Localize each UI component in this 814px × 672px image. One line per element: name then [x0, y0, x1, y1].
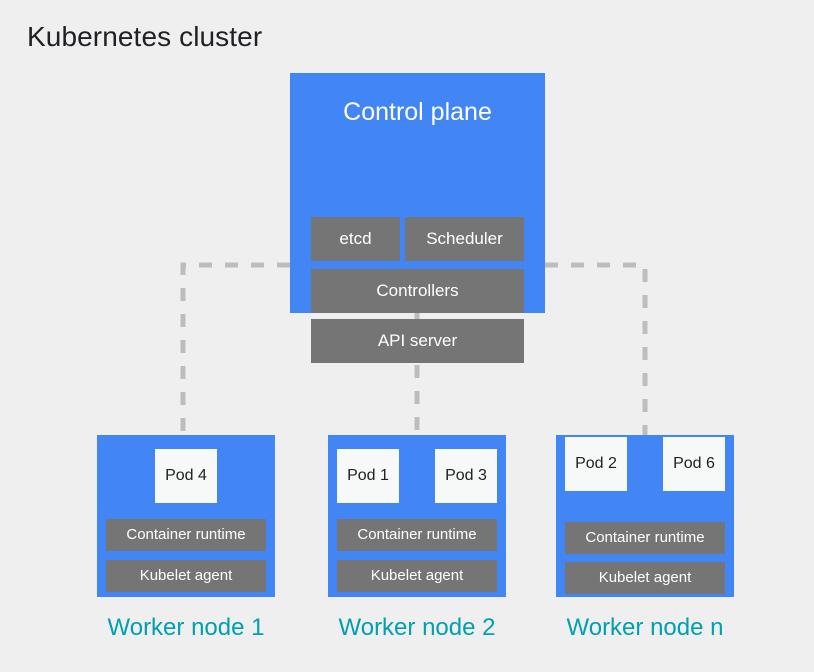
control-plane-row-middle: Controllers — [311, 269, 524, 313]
control-plane-title: Control plane — [343, 98, 492, 126]
pod-box[interactable]: Pod 6 — [663, 437, 725, 491]
pod-layer: Pod 2 Pod 6 — [556, 437, 734, 491]
control-plane-component-controllers[interactable]: Controllers — [311, 269, 524, 313]
worker-node-component-container-runtime[interactable]: Container runtime — [337, 519, 497, 551]
worker-node-1[interactable]: Pod 4 Container runtime Kubelet agent — [97, 435, 275, 597]
worker-node-2-label: Worker node 2 — [338, 614, 496, 641]
worker-node-component-kubelet-agent[interactable]: Kubelet agent — [565, 562, 725, 594]
worker-node-n-label: Worker node n — [566, 614, 724, 641]
control-plane-component-scheduler[interactable]: Scheduler — [405, 217, 524, 261]
pod-box[interactable]: Pod 2 — [565, 437, 627, 491]
control-plane-node[interactable]: Control plane etcd Scheduler Controllers… — [290, 73, 545, 363]
worker-node-n[interactable]: Pod 2 Pod 6 Container runtime Kubelet ag… — [556, 435, 734, 597]
worker-node-component-container-runtime[interactable]: Container runtime — [565, 522, 725, 554]
connector-control-plane-to-worker-node-n — [545, 262, 648, 435]
worker-node-component-container-runtime[interactable]: Container runtime — [106, 519, 266, 551]
worker-node-component-kubelet-agent[interactable]: Kubelet agent — [337, 560, 497, 592]
worker-node-component-kubelet-agent[interactable]: Kubelet agent — [106, 560, 266, 592]
control-plane-component-etcd[interactable]: etcd — [311, 217, 400, 261]
page-title: Kubernetes cluster — [27, 21, 263, 52]
pod-box[interactable]: Pod 1 — [337, 449, 399, 503]
control-plane-row-top: etcd Scheduler — [311, 217, 524, 261]
worker-node-1-label: Worker node 1 — [107, 614, 265, 641]
pod-layer: Pod 4 — [97, 449, 275, 503]
pod-layer: Pod 1 Pod 3 — [328, 449, 506, 503]
pod-box[interactable]: Pod 4 — [155, 449, 217, 503]
control-plane-row-bottom: API server — [311, 319, 524, 363]
control-plane-component-api-server[interactable]: API server — [311, 319, 524, 363]
pod-box[interactable]: Pod 3 — [435, 449, 497, 503]
connector-control-plane-to-worker-node-1 — [180, 262, 290, 435]
worker-node-2[interactable]: Pod 1 Pod 3 Container runtime Kubelet ag… — [328, 435, 506, 597]
